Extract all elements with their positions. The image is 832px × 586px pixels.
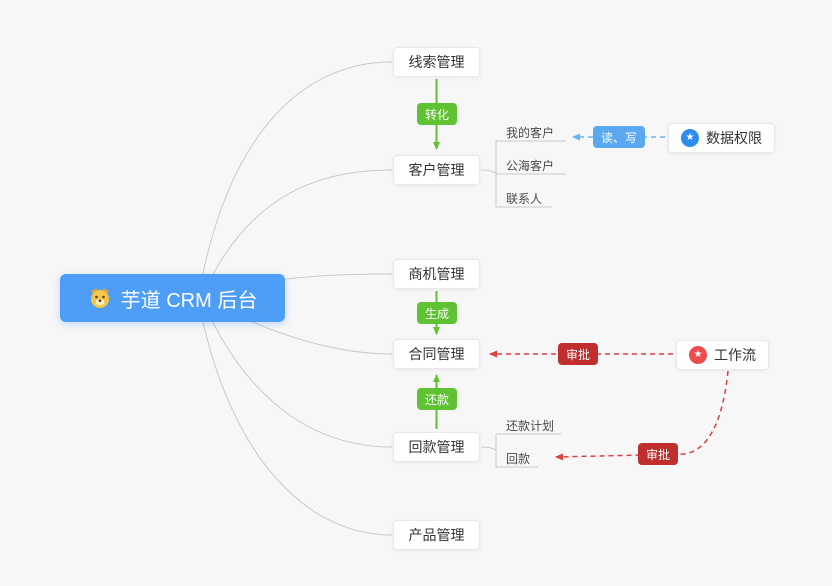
sub-item-contacts[interactable]: 联系人: [506, 192, 543, 206]
node-data-permission[interactable]: ★ 数据权限: [668, 123, 775, 153]
receivables-subtree-lines: [480, 433, 561, 468]
sub-item-receivable[interactable]: 回款: [506, 452, 531, 466]
badge-approve-receivable: 审批: [638, 443, 679, 465]
badge-generate: 生成: [417, 302, 458, 324]
node-receivables[interactable]: 回款管理: [393, 432, 480, 462]
node-workflow[interactable]: ★ 工作流: [676, 340, 769, 370]
node-contracts[interactable]: 合同管理: [393, 339, 480, 369]
sub-item-repayment-plan[interactable]: 还款计划: [506, 419, 555, 433]
badge-read-write: 读、写: [593, 126, 646, 148]
dog-icon: [88, 286, 112, 310]
badge-approve-contract: 审批: [558, 343, 599, 365]
workflow-star-icon: ★: [689, 346, 707, 364]
data-permission-star-icon: ★: [681, 129, 699, 147]
workflow-label: 工作流: [714, 347, 756, 363]
sub-item-my-customers[interactable]: 我的客户: [506, 126, 555, 140]
root-label: 芋道 CRM 后台: [120, 289, 258, 312]
badge-convert: 转化: [417, 103, 458, 125]
node-customers[interactable]: 客户管理: [393, 155, 480, 185]
node-opportunities[interactable]: 商机管理: [393, 259, 480, 289]
sub-item-public-customers[interactable]: 公海客户: [506, 159, 555, 173]
badge-repay: 还款: [417, 388, 458, 410]
node-products[interactable]: 产品管理: [393, 520, 480, 550]
customers-subtree-lines: [480, 140, 566, 208]
node-leads[interactable]: 线索管理: [393, 47, 480, 77]
data-permission-label: 数据权限: [706, 130, 762, 146]
root-node[interactable]: 芋道 CRM 后台: [60, 274, 285, 322]
